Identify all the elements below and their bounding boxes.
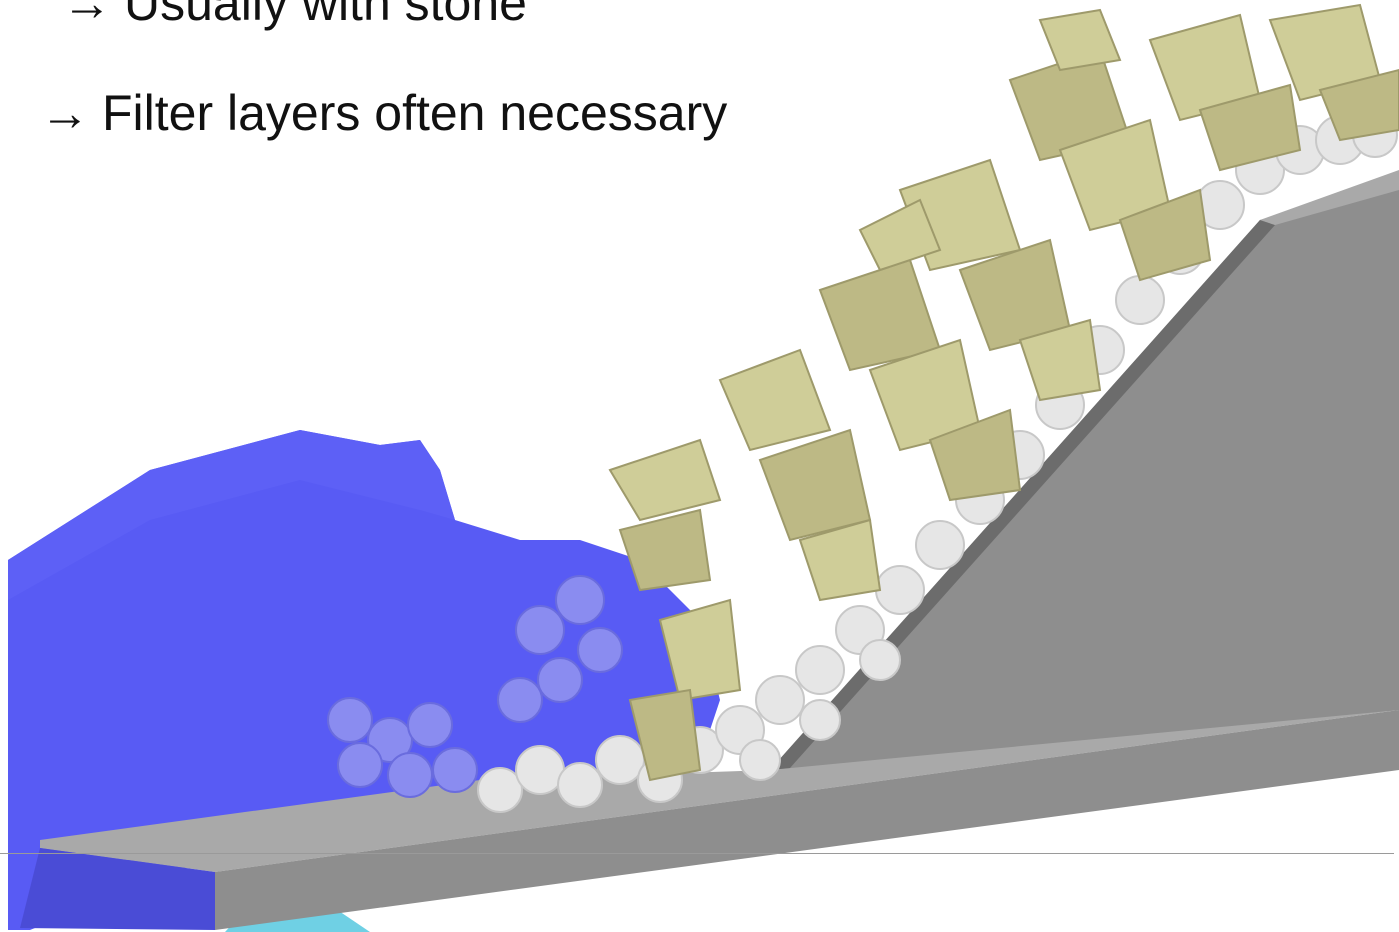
submerged-rocks — [327, 575, 623, 798]
core-slope-face — [770, 180, 1399, 770]
core-top — [1260, 170, 1399, 225]
footer-divider — [0, 853, 1394, 854]
bullet-filter-layers: →Filter layers often necessary — [40, 88, 727, 138]
water-body — [8, 430, 720, 930]
armour-layer — [608, 3, 1399, 782]
bullet-text: Usually with stone — [124, 0, 527, 31]
arrow-icon: → — [40, 85, 90, 141]
water-crest — [8, 430, 455, 600]
bullet-text: Filter layers often necessary — [102, 85, 728, 141]
bullet-usually-with-stone: → Usually with stone — [62, 0, 527, 28]
base-slab-side — [215, 710, 1399, 930]
core-ridge — [770, 220, 1275, 770]
base-slab-front — [20, 848, 215, 930]
arrow-icon: → — [62, 0, 112, 31]
